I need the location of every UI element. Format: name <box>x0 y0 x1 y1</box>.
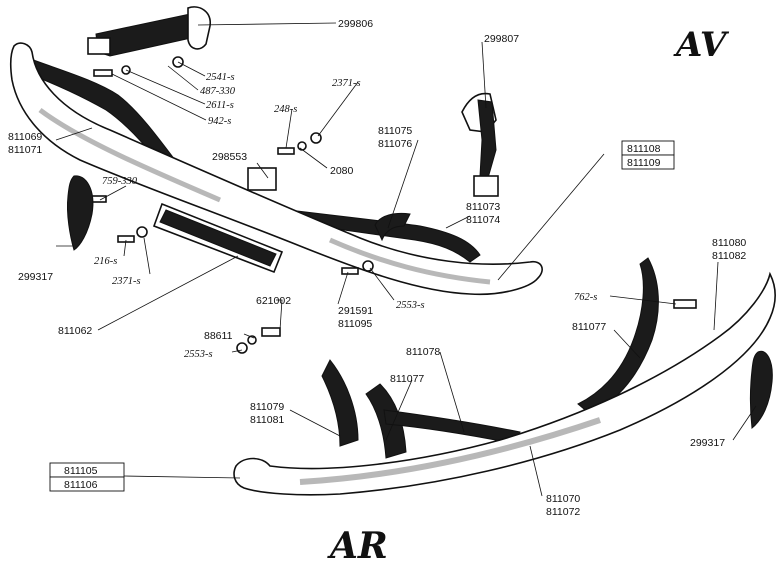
label-811070: 811070 <box>546 493 580 505</box>
plate-holder-811062 <box>152 202 284 274</box>
label-2553-s-mid: 2553-s <box>396 300 425 311</box>
part-labels: 299806 299807 2541-s 487-330 2611-s 942-… <box>8 18 746 518</box>
front-fasteners <box>89 56 697 354</box>
leader-lines <box>55 22 757 497</box>
label-811072: 811072 <box>546 506 580 518</box>
overrider-right-299317 <box>750 350 773 429</box>
label-248-s: 248-s <box>274 104 297 115</box>
label-811081: 811081 <box>250 414 284 426</box>
label-811078: 811078 <box>406 346 440 358</box>
label-2541-s: 2541-s <box>206 72 235 83</box>
label-291591: 291591 <box>338 305 373 317</box>
box-811109 <box>621 154 675 170</box>
label-88611: 88611 <box>204 330 233 342</box>
label-759-330: 759-330 <box>102 176 138 187</box>
label-2371-s-left: 2371-s <box>112 276 141 287</box>
label-621002: 621002 <box>256 295 291 307</box>
label-811106: 811106 <box>64 479 98 491</box>
label-811080: 811080 <box>712 237 746 249</box>
label-487-330: 487-330 <box>200 86 236 97</box>
label-811074: 811074 <box>466 214 500 226</box>
label-811079: 811079 <box>250 401 284 413</box>
label-811095: 811095 <box>338 318 372 330</box>
label-299807: 299807 <box>484 33 519 45</box>
rear-bumper-bar <box>233 271 777 496</box>
label-2553-s-low: 2553-s <box>184 349 213 360</box>
label-2371-s-top: 2371-s <box>332 78 361 89</box>
box-811106 <box>49 476 125 492</box>
label-216-s: 216-s <box>94 256 117 267</box>
label-811077-right: 811077 <box>572 321 606 333</box>
label-299806: 299806 <box>338 18 373 30</box>
label-811076: 811076 <box>378 138 412 150</box>
front-mounting-bracket-299806 <box>87 6 211 57</box>
label-811073: 811073 <box>466 201 500 213</box>
label-811105: 811105 <box>64 465 98 477</box>
label-2611-s: 2611-s <box>206 100 234 111</box>
label-942-s: 942-s <box>208 116 231 127</box>
rear-heading: AR <box>327 525 388 567</box>
rear-bumper-assembly <box>233 257 777 496</box>
label-811077-center: 811077 <box>390 373 424 385</box>
label-298553: 298553 <box>212 151 247 163</box>
front-mounting-bracket-299807 <box>461 92 499 197</box>
label-2080: 2080 <box>330 165 354 177</box>
label-299317-left: 299317 <box>18 271 53 283</box>
front-heading: AV <box>673 25 730 65</box>
front-bumper-assembly <box>9 42 543 296</box>
label-811062: 811062 <box>58 325 92 337</box>
label-811108: 811108 <box>627 143 661 155</box>
label-811071: 811071 <box>8 144 42 156</box>
overrider-left-299317 <box>67 175 94 251</box>
front-support-brace <box>374 212 411 242</box>
front-bumper-bar <box>9 42 543 296</box>
label-762-s: 762-s <box>574 292 597 303</box>
label-811069: 811069 <box>8 131 42 143</box>
label-811075: 811075 <box>378 125 412 137</box>
label-299317-right: 299317 <box>690 437 725 449</box>
label-811109: 811109 <box>627 157 661 169</box>
rear-left-bracket <box>321 359 359 447</box>
label-811082: 811082 <box>712 250 746 262</box>
